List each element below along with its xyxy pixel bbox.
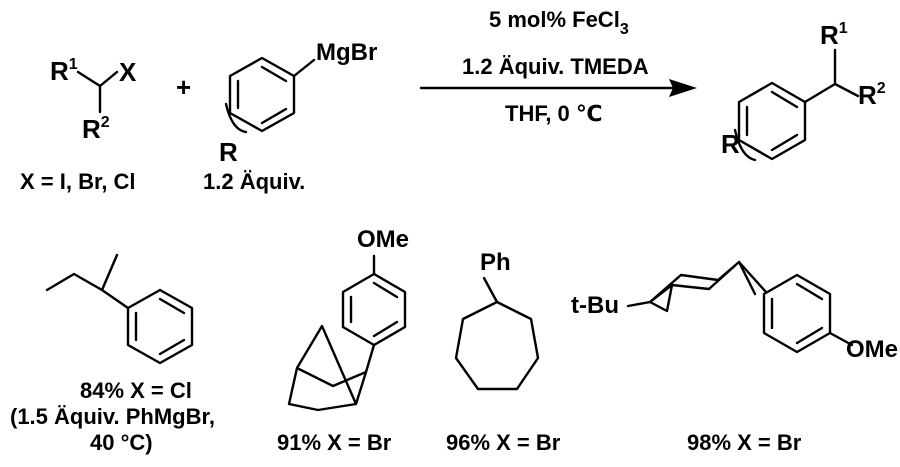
reactant1-r1-label: R1 <box>50 56 78 86</box>
example1-yield-line2: (1.5 Äquiv. PhMgBr, <box>10 404 215 429</box>
product-r1-label: R1 <box>820 20 848 50</box>
arrow-head <box>669 79 697 97</box>
product-substituent-arc <box>733 128 757 162</box>
example3-cycloheptane-ring <box>454 300 540 391</box>
example4-benzene-double-bonds <box>770 282 824 345</box>
example1-benzene-double-bonds <box>134 297 186 356</box>
product-structure: R1 R2 R <box>721 20 886 162</box>
reactant2-r-label: R <box>219 137 238 167</box>
mgbr-bond <box>292 58 316 78</box>
reactant-alkyl-halide: R1 X R2 X = I, Br, Cl <box>20 56 137 194</box>
reactant2-caption: 1.2 Äquiv. <box>203 169 305 194</box>
example-4: t-Bu OMe 98% X = Br <box>571 260 898 455</box>
mgbr-label: MgBr <box>316 39 377 66</box>
reactant1-caption: X = I, Br, Cl <box>20 169 136 194</box>
condition-solvent-temp: THF, 0 ℃ <box>505 101 603 126</box>
reactant1-r2-label: R2 <box>82 114 110 144</box>
product-r2-label: R2 <box>858 80 886 110</box>
product-benzene-double-bonds <box>745 90 799 152</box>
product-chain-bonds <box>803 48 860 104</box>
benzene-double-bonds <box>236 65 288 125</box>
example4-tbu-bond <box>626 300 652 308</box>
ring-substituent-arc <box>224 102 248 134</box>
reaction-arrow <box>419 79 697 97</box>
example4-tbu-label: t-Bu <box>571 292 619 319</box>
example-1: 84% X = Cl (1.5 Äquiv. PhMgBr, 40 °C) <box>10 253 215 455</box>
example4-aryl-bond <box>737 260 768 294</box>
example4-benzene-ring <box>762 273 832 354</box>
reactant1-x-label: X <box>119 57 137 87</box>
condition-additive: 1.2 Äquiv. TMEDA <box>462 54 649 79</box>
example1-yield-line1: 84% X = Cl <box>80 378 192 403</box>
example2-ome-label: OMe <box>357 226 409 253</box>
example-3: Ph 96% X = Br <box>446 249 561 455</box>
reactant-aryl-grignard: MgBr R 1.2 Äquiv. <box>203 39 377 194</box>
condition-catalyst: 5 mol% FeCl3 <box>489 7 629 38</box>
plus-sign: + <box>176 72 191 102</box>
example4-ome-bond <box>828 331 854 347</box>
example4-cyclohexane-chair <box>648 260 757 313</box>
example1-benzene-ring <box>126 288 194 365</box>
benzene-ring <box>228 56 296 133</box>
example-2: OMe 91% X = Br <box>277 226 409 455</box>
example2-benzene-ring <box>341 272 407 347</box>
example2-benzene-double-bonds <box>349 281 399 338</box>
example4-ome-label: OMe <box>846 336 898 363</box>
example3-ph-label: Ph <box>480 249 511 276</box>
example1-chain-bonds <box>45 253 130 310</box>
example2-norbornane-bonds <box>287 324 376 412</box>
alkyl-halide-bonds <box>76 70 119 114</box>
example1-yield-line3: 40 °C) <box>90 430 153 455</box>
example2-yield: 91% X = Br <box>277 430 392 455</box>
example3-yield: 96% X = Br <box>446 430 561 455</box>
product-benzene-ring <box>737 81 807 161</box>
example3-ph-bond <box>482 276 499 304</box>
product-r-label: R <box>721 129 740 159</box>
example4-yield: 98% X = Br <box>687 430 802 455</box>
